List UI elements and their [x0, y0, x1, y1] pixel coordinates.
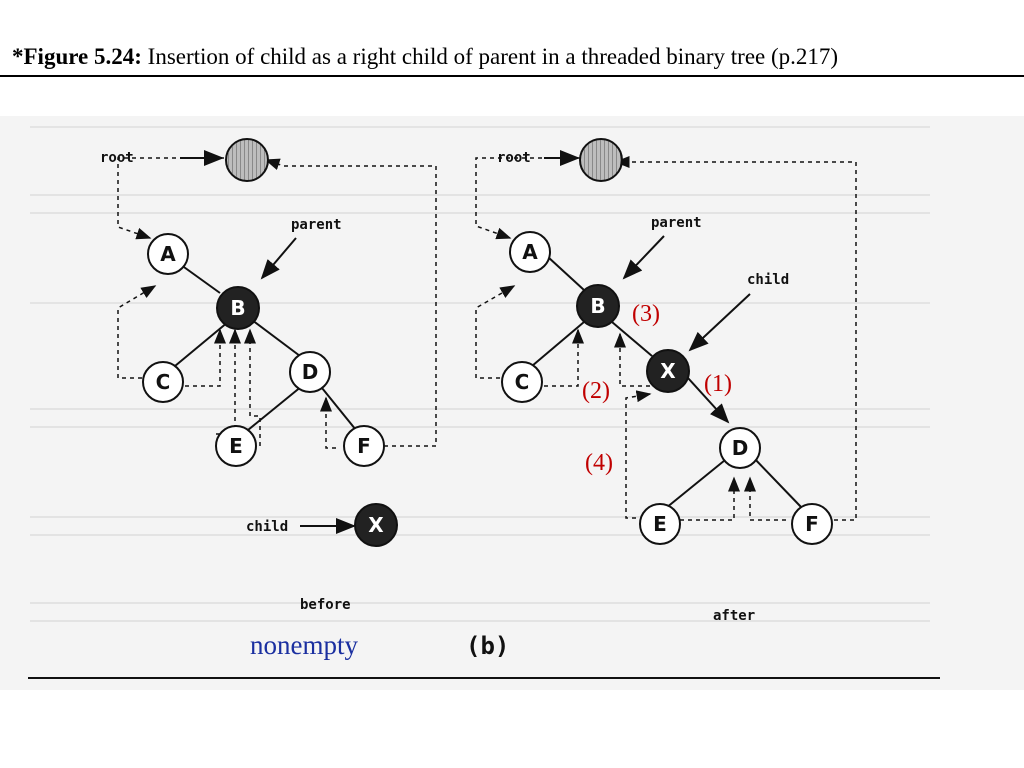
- before-node-x: [354, 503, 398, 547]
- before-parent-label: parent: [291, 217, 342, 233]
- before-caption: before: [300, 597, 351, 613]
- after-node-e-label: E: [653, 512, 667, 536]
- before-node-c: [142, 361, 184, 403]
- after-thread-c-right: [544, 328, 584, 387]
- thread-e-right-to-d: [244, 328, 261, 446]
- after-root-label: root: [497, 150, 531, 166]
- thread-f-right-to-head: [264, 158, 437, 447]
- after-e-left-thread: [625, 390, 652, 519]
- before-node-e-label: E: [229, 434, 243, 458]
- thread-c-left-to-a: [117, 285, 157, 379]
- after-caption: after: [713, 608, 755, 624]
- after-parent-label: parent: [651, 215, 702, 231]
- after-thread-f-right: [614, 156, 857, 521]
- before-node-e: [215, 425, 257, 467]
- before-node-d: [289, 351, 331, 393]
- step-1-annotation: (1): [704, 371, 732, 397]
- edge-d-e: [247, 385, 303, 431]
- edge-b-d: [251, 319, 301, 357]
- figure-number: *Figure 5.24:: [12, 44, 142, 69]
- thread-e-left-to-b: [216, 328, 241, 435]
- before-tree: root parent child before A B C D E F X: [100, 138, 437, 613]
- after-x-right-pointer: [687, 377, 730, 424]
- after-node-x-label: X: [660, 359, 676, 383]
- before-node-b-label: B: [230, 296, 245, 320]
- before-node-c-label: C: [156, 370, 171, 394]
- before-child-label: child: [246, 519, 288, 535]
- after-edge-a-b: [547, 256, 585, 291]
- after-node-b-label: B: [590, 294, 605, 318]
- step-2-annotation: (2): [582, 378, 610, 404]
- step-4-annotation: (4): [585, 450, 613, 476]
- before-node-x-label: X: [368, 513, 384, 537]
- after-node-f: [791, 503, 833, 545]
- before-head-node: [225, 138, 269, 182]
- before-node-a: [147, 233, 189, 275]
- before-node-f: [343, 425, 385, 467]
- panel-label: (b): [466, 632, 509, 660]
- after-edge-b-c: [531, 321, 585, 367]
- thread-c-right-to-b: [185, 328, 226, 387]
- after-child-pointer: [688, 293, 751, 352]
- before-node-f-label: F: [357, 434, 371, 458]
- after-node-b: [576, 284, 620, 328]
- after-thread-a-left: [475, 157, 582, 240]
- after-thread-e-right: [680, 476, 740, 521]
- after-tree: root parent child after A B C X D E F: [475, 138, 857, 624]
- after-edge-d-e: [665, 455, 731, 509]
- before-node-a-label: A: [160, 242, 176, 266]
- after-edge-d-f: [751, 455, 803, 509]
- before-node-d-label: D: [302, 360, 319, 384]
- after-node-f-label: F: [805, 512, 819, 536]
- scanned-figure: root parent child before A B C D E F X: [0, 116, 1024, 690]
- after-node-a: [509, 231, 551, 273]
- figure-caption: Insertion of child as a right child of p…: [141, 44, 839, 69]
- after-node-c: [501, 361, 543, 403]
- faint-background-text: [30, 126, 930, 622]
- nonempty-note: nonempty: [250, 630, 358, 660]
- before-root-label: root: [100, 150, 134, 166]
- after-edge-b-x: [611, 321, 653, 357]
- after-head-node: [579, 138, 623, 182]
- after-x-left-thread: [614, 332, 650, 387]
- after-thread-c-left: [475, 285, 516, 379]
- after-node-x: [646, 349, 690, 393]
- title-underline: [0, 75, 1024, 77]
- after-node-c-label: C: [515, 370, 530, 394]
- before-node-b: [216, 286, 260, 330]
- after-node-e: [639, 503, 681, 545]
- after-node-d-label: D: [732, 436, 749, 460]
- before-parent-pointer: [260, 237, 297, 280]
- figure-title: *Figure 5.24: Insertion of child as a ri…: [12, 44, 1022, 70]
- threaded-tree-diagram: root parent child before A B C D E F X: [28, 126, 940, 679]
- edge-d-f: [321, 387, 357, 431]
- after-child-label: child: [747, 272, 789, 288]
- after-thread-f-left: [744, 476, 786, 521]
- after-node-a-label: A: [522, 240, 538, 264]
- step-3-annotation: (3): [632, 301, 660, 327]
- after-parent-pointer: [622, 235, 665, 280]
- thread-f-left-to-d: [320, 396, 336, 449]
- after-node-d: [719, 427, 761, 469]
- thread-a-left-to-head: [117, 157, 232, 240]
- edge-b-c: [174, 321, 229, 367]
